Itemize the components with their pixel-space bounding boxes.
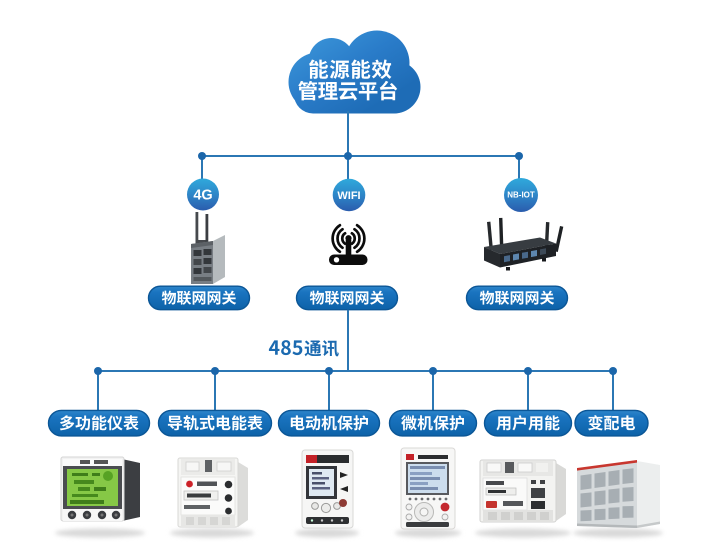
svg-text:NB-IOT: NB-IOT bbox=[507, 191, 535, 200]
svg-text:WIFI: WIFI bbox=[337, 190, 360, 202]
svg-text:4G: 4G bbox=[193, 188, 212, 204]
